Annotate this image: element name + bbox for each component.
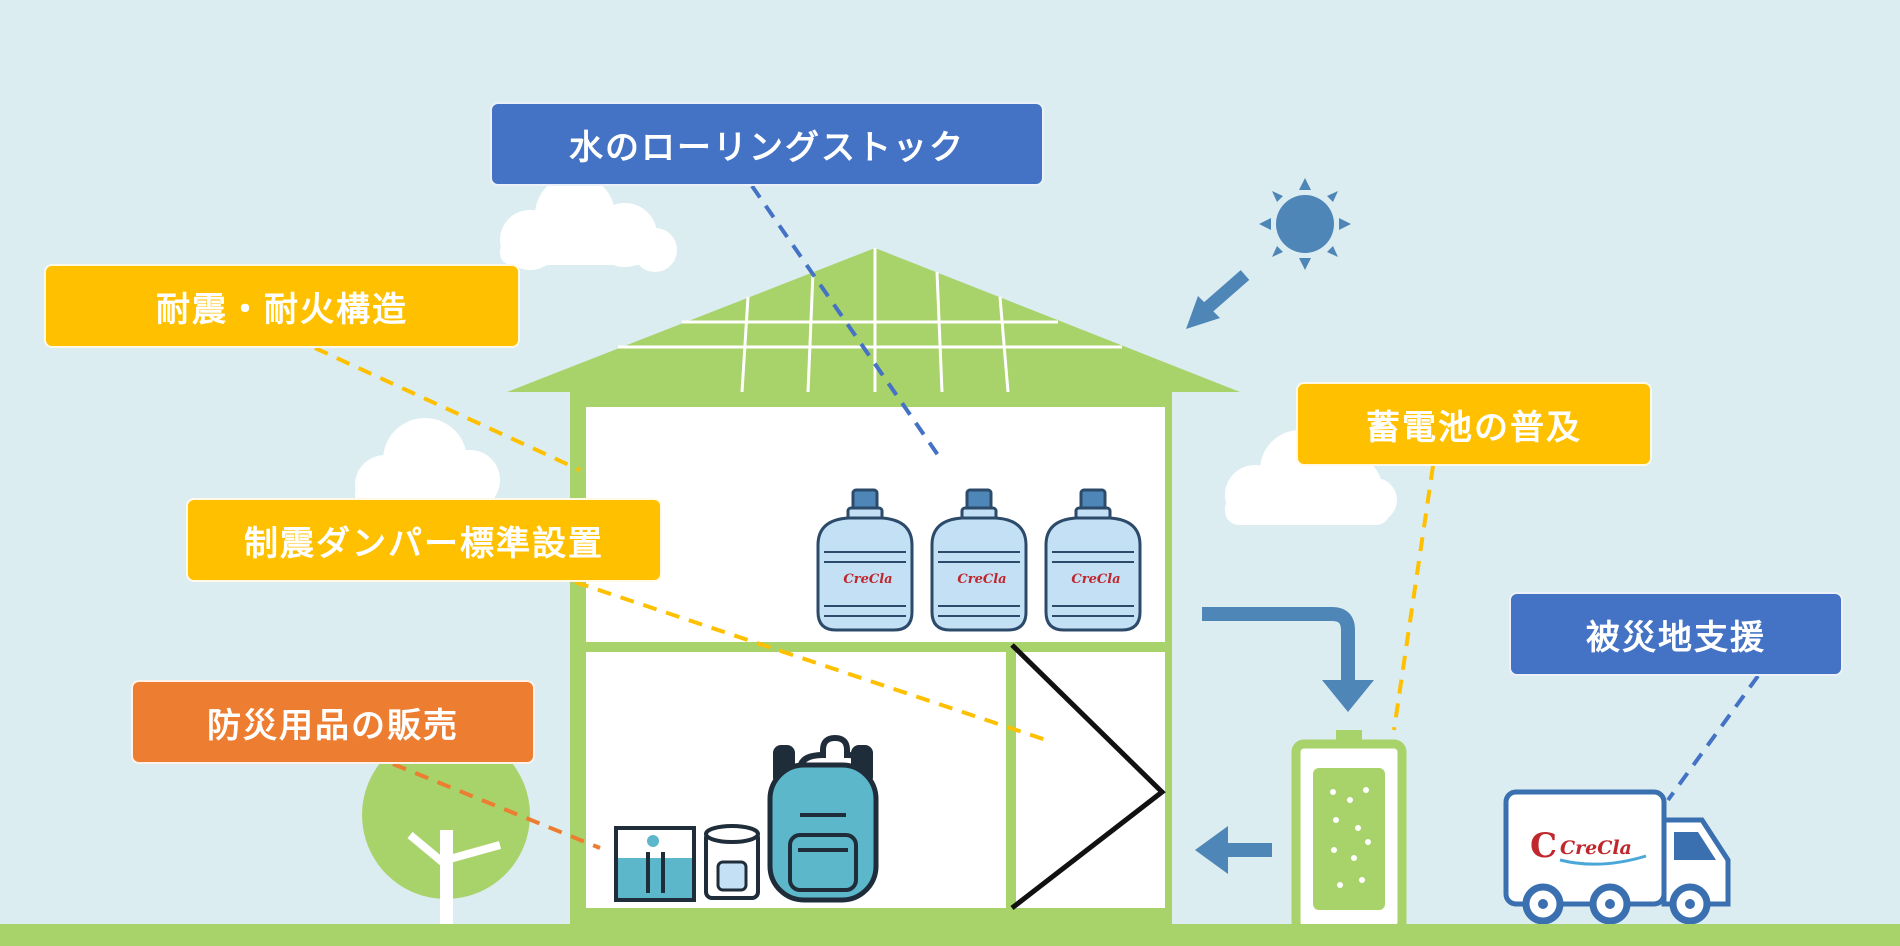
damper-brace-icon bbox=[1010, 643, 1166, 910]
tree-icon bbox=[362, 731, 530, 930]
water-bottle-icon: CreCla bbox=[930, 488, 1028, 632]
cloud-icon bbox=[500, 175, 677, 272]
truck-logo-mark: C bbox=[1530, 826, 1557, 866]
battery-icon bbox=[1291, 730, 1407, 935]
food-can-icon bbox=[704, 824, 760, 900]
supply-arrow-icon bbox=[1195, 826, 1272, 874]
water-bottle-icon: CreCla bbox=[1044, 488, 1142, 632]
disaster-area-support-label: 被災地支援 bbox=[1509, 592, 1843, 676]
sun-icon bbox=[1259, 178, 1351, 270]
truck-icon: C CreCla bbox=[1503, 789, 1731, 925]
utensils-box-icon bbox=[614, 826, 696, 902]
water-rolling-stock-label: 水のローリングストック bbox=[490, 102, 1044, 186]
bottle-logo-text: CreCla bbox=[843, 572, 892, 587]
truck-logo-text: CreCla bbox=[1560, 837, 1632, 859]
connector-lines bbox=[314, 184, 1760, 850]
damper-standard-label: 制震ダンパー標準設置 bbox=[186, 498, 662, 582]
ground bbox=[0, 924, 1900, 946]
solar-roof bbox=[507, 248, 1240, 393]
seismic-fire-structure-label: 耐震・耐火構造 bbox=[44, 264, 520, 348]
sun-ray-arrow-icon bbox=[1186, 270, 1250, 329]
backpack-icon bbox=[767, 734, 879, 903]
charge-arrow-icon bbox=[1202, 607, 1374, 712]
disaster-goods-sales-label: 防災用品の販売 bbox=[131, 680, 535, 764]
bottle-logo-text: CreCla bbox=[1071, 572, 1120, 587]
battery-spread-label: 蓄電池の普及 bbox=[1296, 382, 1652, 466]
bottle-logo-text: CreCla bbox=[957, 572, 1006, 587]
water-bottle-icon: CreCla bbox=[816, 488, 914, 632]
